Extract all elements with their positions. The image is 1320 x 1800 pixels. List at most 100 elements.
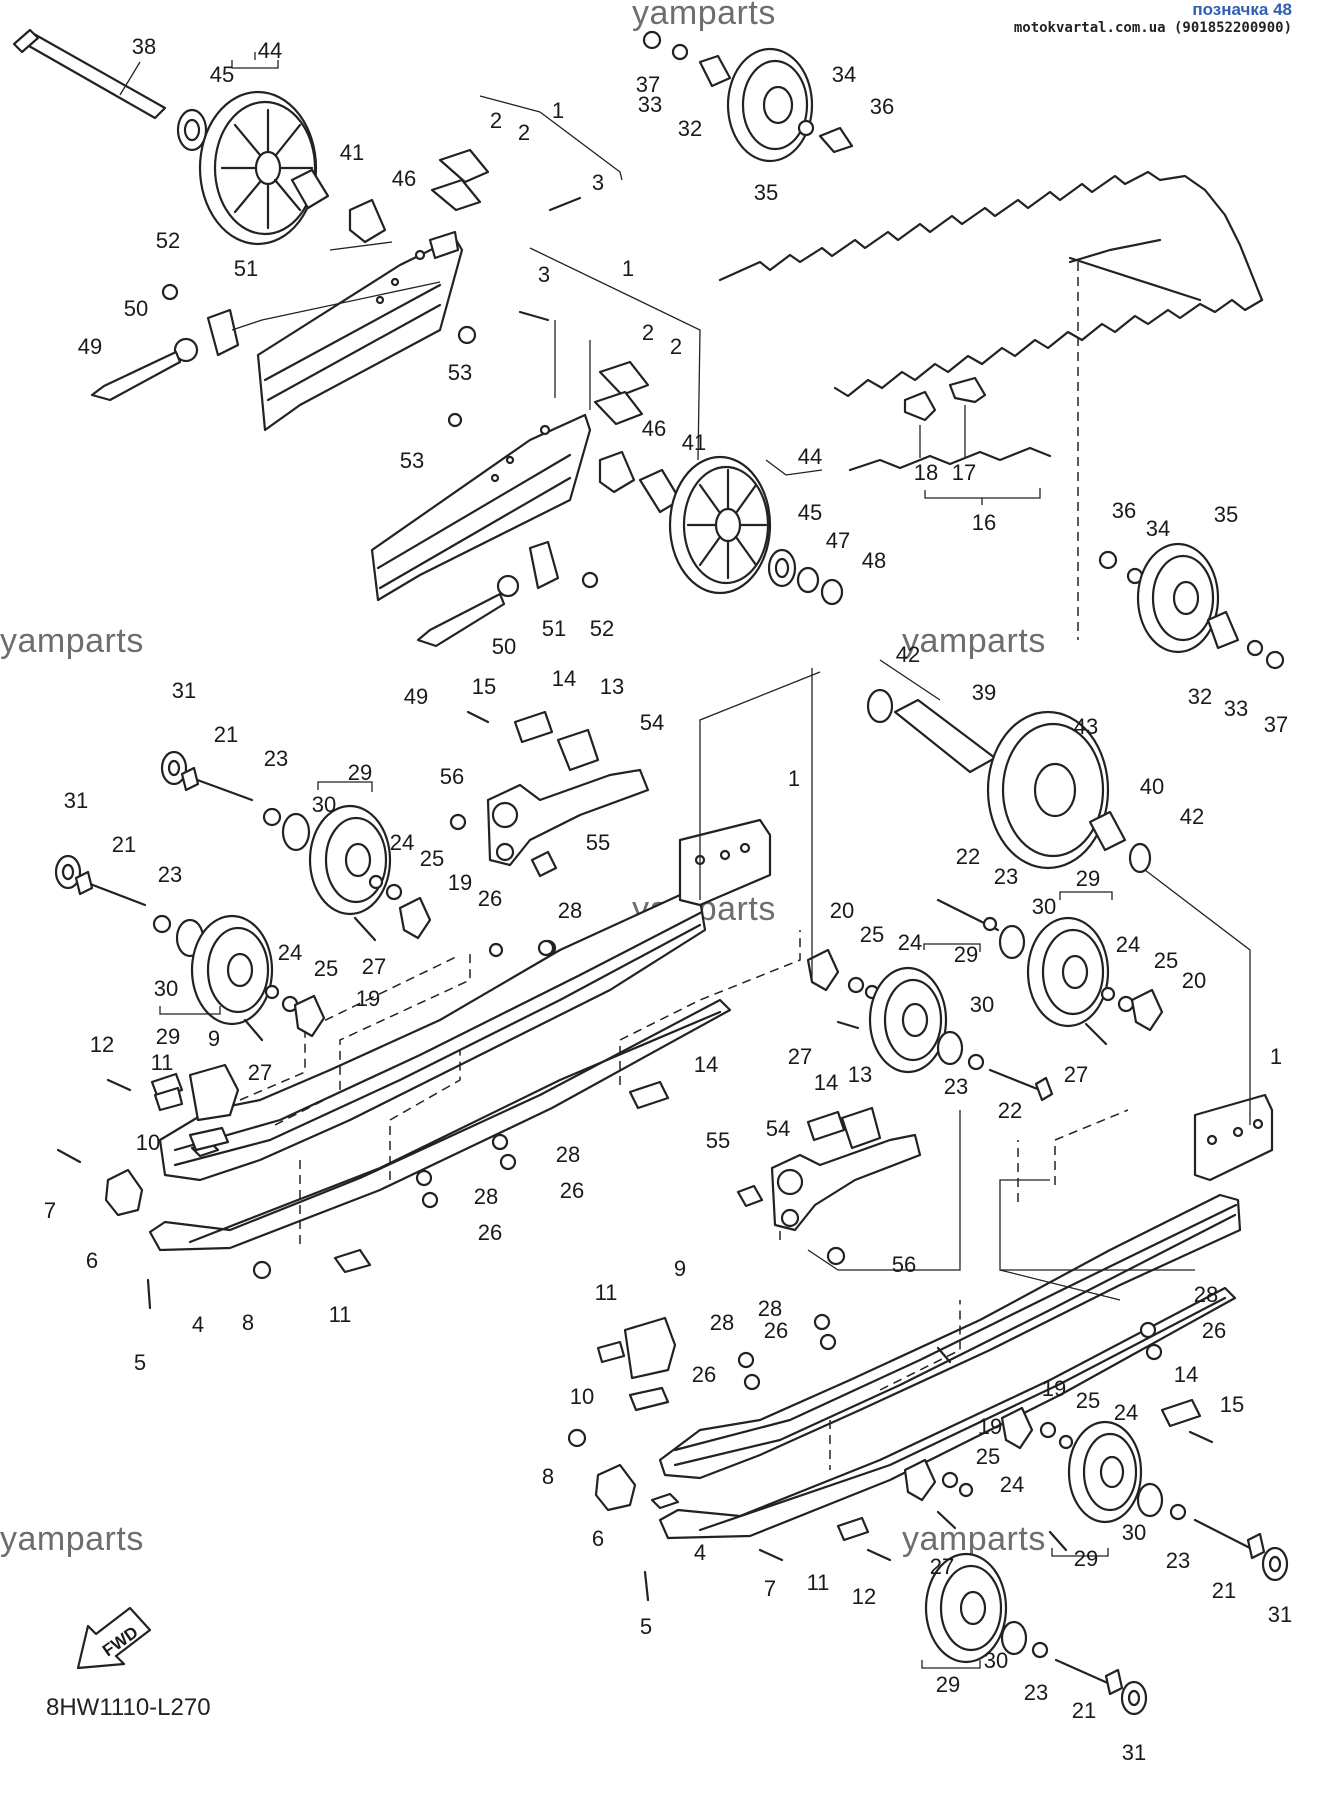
callout-42: 42 xyxy=(1180,804,1204,829)
callout-55: 55 xyxy=(706,1128,730,1153)
callout-7: 7 xyxy=(764,1576,776,1601)
callout-16: 16 xyxy=(972,510,996,535)
callout-10: 10 xyxy=(570,1384,594,1409)
callout-30: 30 xyxy=(970,992,994,1017)
upper-frame-section-middle xyxy=(370,247,844,648)
callout-26: 26 xyxy=(1202,1318,1226,1343)
callout-6: 6 xyxy=(592,1526,604,1551)
callout-35: 35 xyxy=(754,180,778,205)
callout-24: 24 xyxy=(390,830,414,855)
callout-54: 54 xyxy=(640,710,664,735)
callout-26: 26 xyxy=(560,1178,584,1203)
callout-24: 24 xyxy=(278,940,302,965)
callout-27: 27 xyxy=(1064,1062,1088,1087)
callout-11: 11 xyxy=(151,1050,174,1075)
callout-21: 21 xyxy=(214,722,238,747)
callout-44: 44 xyxy=(798,444,822,469)
callout-24: 24 xyxy=(1000,1472,1024,1497)
upper-link-assembly xyxy=(449,710,650,957)
callout-7: 7 xyxy=(44,1198,56,1223)
lower-link-assembly xyxy=(736,1106,961,1271)
callout-9: 9 xyxy=(208,1026,220,1051)
callout-23: 23 xyxy=(994,864,1018,889)
callout-8: 8 xyxy=(542,1464,554,1489)
callout-48: 48 xyxy=(862,548,886,573)
large-rear-wheel xyxy=(866,688,1152,874)
callout-13: 13 xyxy=(848,1062,872,1087)
upper-right-idler xyxy=(642,30,854,163)
callout-15: 15 xyxy=(1220,1392,1244,1417)
callout-28: 28 xyxy=(758,1296,782,1321)
callout-22: 22 xyxy=(956,844,980,869)
callout-30: 30 xyxy=(984,1648,1008,1673)
callout-55: 55 xyxy=(586,830,610,855)
callout-11: 11 xyxy=(595,1280,618,1305)
callout-24: 24 xyxy=(898,930,922,955)
callout-1: 1 xyxy=(1270,1044,1282,1069)
callout-26: 26 xyxy=(478,886,502,911)
callout-20: 20 xyxy=(1182,968,1206,993)
callout-25: 25 xyxy=(1154,948,1178,973)
callout-42: 42 xyxy=(896,642,920,667)
callout-46: 46 xyxy=(642,416,666,441)
callout-24: 24 xyxy=(1114,1400,1138,1425)
callout-24: 24 xyxy=(1116,932,1140,957)
callout-17: 17 xyxy=(952,460,976,485)
callout-14: 14 xyxy=(552,666,576,691)
callout-33: 33 xyxy=(1224,696,1248,721)
callout-21: 21 xyxy=(1212,1578,1236,1603)
callout-37: 37 xyxy=(636,72,660,97)
watermark-top: yamparts xyxy=(632,0,776,32)
callout-28: 28 xyxy=(556,1142,580,1167)
callout-53: 53 xyxy=(400,448,424,473)
callout-19: 19 xyxy=(1042,1376,1066,1401)
callout-19: 19 xyxy=(448,870,472,895)
callout-19: 19 xyxy=(978,1414,1002,1439)
callout-19: 19 xyxy=(356,986,380,1011)
callout-2: 2 xyxy=(642,320,654,345)
callout-26: 26 xyxy=(478,1220,502,1245)
callout-31: 31 xyxy=(64,788,88,813)
callout-51: 51 xyxy=(234,256,258,281)
callout-20: 20 xyxy=(830,898,854,923)
callout-51: 51 xyxy=(542,616,566,641)
callout-23: 23 xyxy=(1166,1548,1190,1573)
callout-35: 35 xyxy=(1214,502,1238,527)
callout-9: 9 xyxy=(674,1256,686,1281)
callout-8: 8 xyxy=(242,1310,254,1335)
header-title: позначка 48 xyxy=(1192,0,1292,19)
callout-4: 4 xyxy=(192,1312,204,1337)
diagram-code: 8HW1110-L270 xyxy=(46,1694,211,1721)
callout-25: 25 xyxy=(314,956,338,981)
drive-track xyxy=(718,170,1264,472)
left-rail-wheels xyxy=(54,750,557,1042)
callout-31: 31 xyxy=(1268,1602,1292,1627)
callout-15: 15 xyxy=(472,674,496,699)
callout-41: 41 xyxy=(682,430,706,455)
callout-14: 14 xyxy=(1174,1362,1198,1387)
right-slide-rail xyxy=(567,1093,1274,1602)
callout-31: 31 xyxy=(172,678,196,703)
callout-45: 45 xyxy=(798,500,822,525)
right-idler-wheel xyxy=(1098,542,1285,670)
callout-3: 3 xyxy=(592,170,604,195)
callout-40: 40 xyxy=(1140,774,1164,799)
callout-43: 43 xyxy=(1074,714,1098,739)
upper-frame-section-top xyxy=(90,95,623,432)
callout-11: 11 xyxy=(329,1302,352,1327)
right-rail-wheels xyxy=(806,891,1289,1716)
callout-14: 14 xyxy=(694,1052,718,1077)
callout-33: 33 xyxy=(638,92,662,117)
callout-2: 2 xyxy=(518,120,530,145)
callout-30: 30 xyxy=(1122,1520,1146,1545)
callout-23: 23 xyxy=(1024,1680,1048,1705)
callout-23: 23 xyxy=(944,1074,968,1099)
callout-49: 49 xyxy=(404,684,428,709)
callout-1: 1 xyxy=(622,256,634,281)
left-slide-rail xyxy=(56,818,801,1310)
upper-left-wheel-assembly xyxy=(12,28,387,246)
callout-27: 27 xyxy=(788,1044,812,1069)
callout-26: 26 xyxy=(692,1362,716,1387)
callout-56: 56 xyxy=(892,1252,916,1277)
